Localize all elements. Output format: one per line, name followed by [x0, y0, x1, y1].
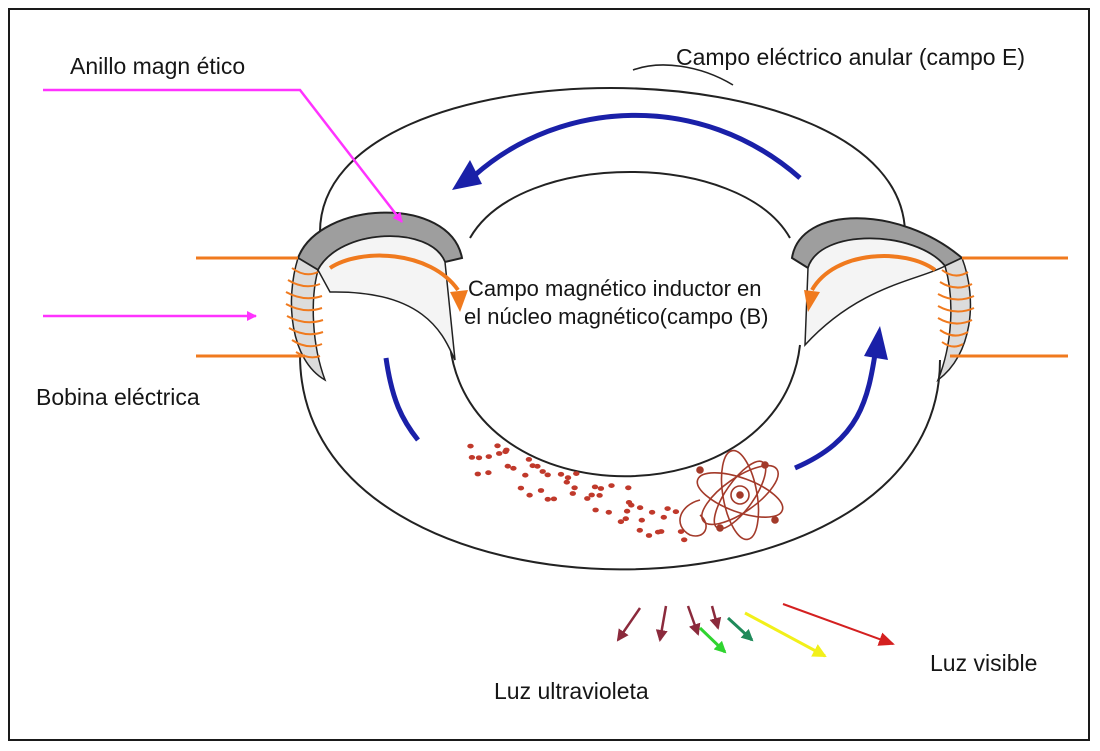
particle-dot [540, 469, 546, 474]
particle-dot [545, 497, 551, 502]
yellow-ray [745, 613, 825, 656]
visible-light-label: Luz visible [930, 652, 1037, 675]
teal-ray [728, 618, 752, 640]
uv-ray-4 [712, 606, 718, 628]
magnetic-ring-label: Anillo magn ético [70, 55, 245, 78]
particle-dot [534, 464, 540, 469]
right-field-arc [795, 348, 876, 468]
particle-dot [476, 455, 482, 460]
particle-dot [592, 485, 598, 490]
particle-dot [485, 470, 491, 475]
particle-dot [545, 473, 551, 478]
particle-dot [475, 472, 481, 477]
particle-dot [639, 518, 645, 523]
top-field-arc [475, 115, 800, 178]
uv-ray-2 [660, 606, 666, 640]
particle-dot [623, 516, 629, 521]
particle-dot [598, 486, 604, 491]
particle-dot [503, 448, 509, 453]
top-field-arrowhead [452, 160, 482, 190]
particle-dot [673, 509, 679, 514]
particle-dot [522, 473, 528, 478]
particle-dot [510, 466, 516, 471]
left-core-outer-lip [291, 258, 325, 380]
uv-ray-1 [618, 608, 640, 640]
particle-dot [624, 509, 630, 514]
left-magnetic-core [291, 213, 462, 380]
particle-dot [628, 503, 634, 508]
particle-dot [558, 472, 564, 477]
uv-light-label: Luz ultravioleta [494, 680, 649, 703]
particle-dot [496, 451, 502, 456]
particle-dot [608, 483, 614, 488]
particle-dot [551, 497, 557, 502]
particle-dot [467, 444, 473, 449]
particle-dot [625, 485, 631, 490]
torus-lower-outer-outline [300, 355, 940, 569]
particle-dot [664, 506, 670, 511]
atom-icon [680, 448, 788, 543]
magnetic-field-label-line1: Campo magnético inductor en [468, 278, 762, 300]
particle-stream [467, 443, 687, 542]
particle-dot [606, 510, 612, 515]
right-field-arrowhead [864, 326, 888, 360]
particle-dot [649, 510, 655, 515]
particle-dot [564, 480, 570, 485]
torus-lower-inner-outline [450, 345, 800, 476]
particle-dot [526, 457, 532, 462]
particle-dot [538, 488, 544, 493]
left-field-arc [386, 358, 418, 440]
particle-dot [486, 454, 492, 459]
particle-dot [571, 485, 577, 490]
particle-dot [518, 486, 524, 491]
uv-ray-3 [688, 606, 698, 634]
coil-label: Bobina eléctrica [36, 386, 200, 409]
particle-dot [589, 493, 595, 498]
electric-field-label: Campo eléctrico anular (campo E) [676, 46, 1025, 69]
particle-dot [637, 528, 643, 533]
torus-upper-inner-outline [470, 172, 790, 238]
particle-dot [637, 505, 643, 510]
particle-dot [494, 443, 500, 448]
particle-dot [526, 493, 532, 498]
particle-dot [584, 496, 590, 501]
magnetic-field-label-line2: el núcleo magnético(campo (B) [464, 306, 768, 328]
particle-dot [646, 533, 652, 538]
particle-dot [573, 471, 579, 476]
particle-dot [596, 493, 602, 498]
particle-dot [681, 537, 687, 542]
green-ray [700, 628, 725, 652]
particle-dot [592, 508, 598, 513]
light-rays [618, 604, 893, 656]
magnetic-ring-pointer [43, 90, 402, 222]
particle-dot [469, 455, 475, 460]
particle-dot [570, 491, 576, 496]
red-ray [783, 604, 893, 644]
torus-outer-outline [320, 88, 905, 232]
particle-dot [505, 464, 511, 469]
particle-dot [565, 475, 571, 480]
particle-dot [661, 515, 667, 520]
particle-dot [658, 529, 664, 534]
